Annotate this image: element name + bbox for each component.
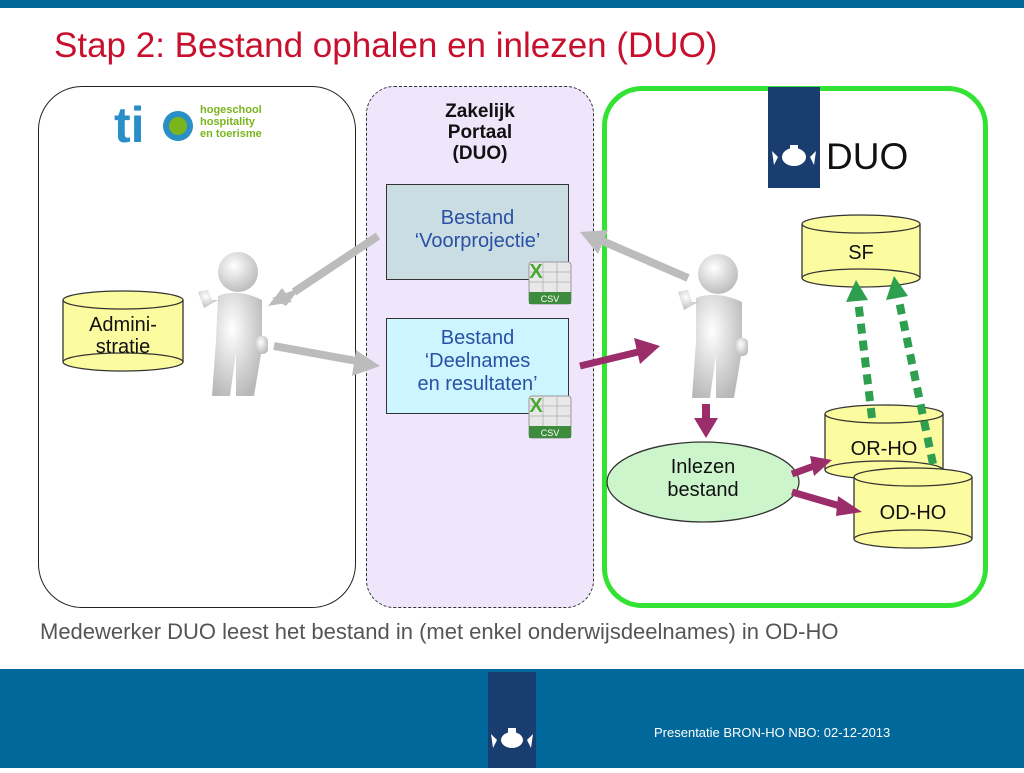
- csv-file-icon: CSV X: [528, 261, 572, 305]
- rijksoverheid-logo: [768, 87, 820, 188]
- sf-label: SF: [848, 242, 874, 264]
- csv-file-icon: CSV X: [528, 395, 572, 439]
- svg-text:ti: ti: [114, 98, 145, 150]
- slide-title: Stap 2: Bestand ophalen en inlezen (DUO): [54, 26, 718, 65]
- crest-icon: [772, 145, 816, 166]
- sf-database: [801, 214, 921, 288]
- top-bar: [0, 0, 1024, 8]
- csv-x-letter: X: [529, 395, 543, 417]
- footer-crest-logo: [488, 672, 536, 768]
- grey-arrows: [268, 230, 690, 376]
- tio-subtitle: hogeschool hospitality en toerisme: [200, 104, 262, 140]
- footer-text: Presentatie BRON-HO NBO: 02-12-2013: [654, 725, 891, 740]
- tio-logo: ti: [114, 98, 193, 150]
- person-duo-icon: [678, 254, 748, 398]
- inlezen-process: [606, 441, 800, 523]
- person-tio-icon: [198, 252, 268, 396]
- orho-label: OR-HO: [850, 438, 918, 460]
- crest-icon: [491, 728, 533, 748]
- administratie-label: Admini- stratie: [89, 314, 157, 358]
- purple-arrows: [579, 338, 862, 516]
- csv-label: CSV: [541, 294, 560, 304]
- administratie-database: [62, 290, 184, 372]
- odho-label: OD-HO: [879, 502, 947, 524]
- duo-name: DUO: [826, 136, 909, 177]
- slide-caption: Medewerker DUO leest het bestand in (met…: [40, 619, 839, 644]
- csv-x-letter: X: [529, 261, 543, 283]
- csv-label: CSV: [541, 428, 560, 438]
- inlezen-label: Inlezen bestand: [667, 456, 739, 501]
- odho-database: [853, 467, 973, 549]
- green-dashed-arrows: [846, 276, 937, 465]
- portal-title: Zakelijk Portaal (DUO): [445, 101, 515, 164]
